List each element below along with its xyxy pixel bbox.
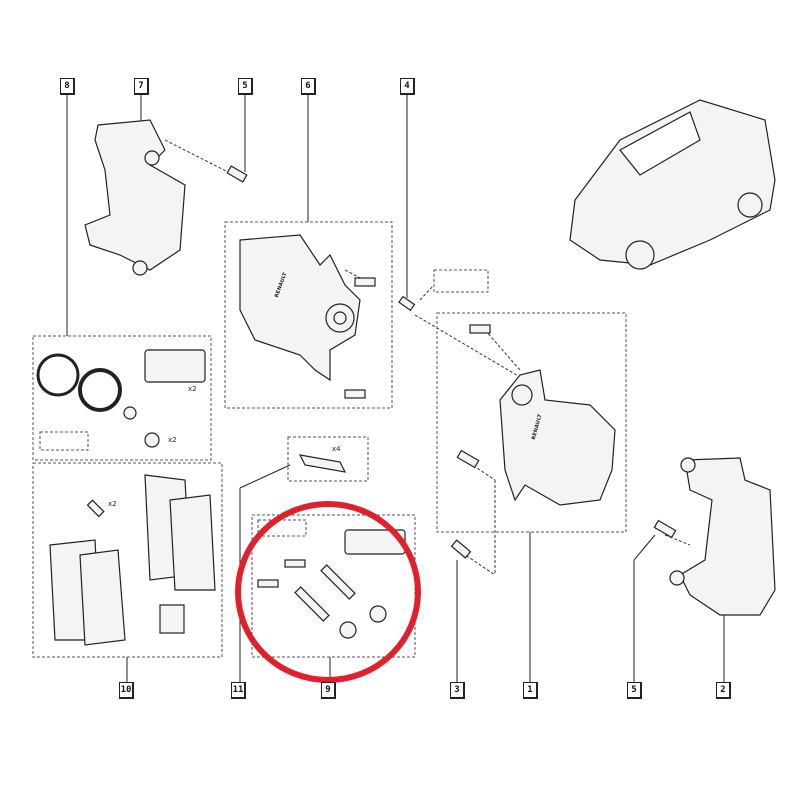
bolts xyxy=(86,165,677,559)
callout-4[interactable]: 4 xyxy=(400,78,415,95)
seal-kit-quantity: x2 xyxy=(188,385,197,393)
vehicle-illustration xyxy=(569,99,776,270)
pad-bolt-quantity: x2 xyxy=(108,500,117,508)
callout-6[interactable]: 6 xyxy=(301,78,316,95)
callout-9[interactable]: 9 xyxy=(321,682,336,699)
clip-quantity: x4 xyxy=(332,445,341,453)
callout-5-top[interactable]: 5 xyxy=(238,78,253,95)
caliper-left xyxy=(239,234,361,382)
seal-kit xyxy=(36,349,206,448)
callout-1[interactable]: 1 xyxy=(523,682,538,699)
caliper-right xyxy=(499,369,616,506)
callout-2[interactable]: 2 xyxy=(716,682,731,699)
caliper-carrier-right xyxy=(669,457,776,616)
callout-11[interactable]: 11 xyxy=(231,682,246,699)
callout-3[interactable]: 3 xyxy=(450,682,465,699)
highlight-circle xyxy=(235,501,421,683)
guide-pin-kit xyxy=(257,454,406,639)
callout-5-bottom[interactable]: 5 xyxy=(627,682,642,699)
callout-7[interactable]: 7 xyxy=(134,78,149,95)
callout-10[interactable]: 10 xyxy=(119,682,134,699)
bush-quantity: x2 xyxy=(168,436,177,444)
caliper-carrier-top xyxy=(84,119,186,276)
brake-pads xyxy=(49,474,216,646)
callout-8[interactable]: 8 xyxy=(60,78,75,95)
group-boxes xyxy=(32,221,627,658)
